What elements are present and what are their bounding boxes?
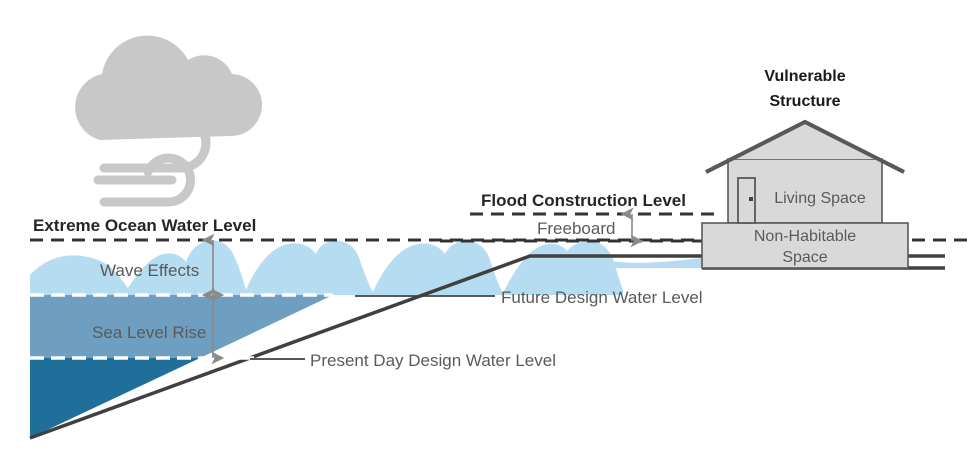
- living-space-label: Living Space: [774, 190, 866, 207]
- extreme-ocean-water-level-label: Extreme Ocean Water Level: [33, 216, 256, 235]
- present-day-water-band: [30, 358, 200, 438]
- structure-title-line2: Structure: [769, 93, 840, 110]
- future-design-water-level-label: Future Design Water Level: [501, 288, 703, 307]
- freeboard-label: Freeboard: [537, 219, 615, 238]
- flood-construction-level-label: Flood Construction Level: [481, 191, 686, 210]
- shallow-water: [520, 249, 702, 268]
- door: [737, 177, 756, 224]
- non-habitable-space-label-line2: Space: [782, 249, 827, 266]
- present-day-design-water-level-label: Present Day Design Water Level: [310, 351, 556, 370]
- vulnerable-structure: [701, 119, 909, 269]
- wave-effects-band: [30, 240, 623, 295]
- sea-level-rise-label: Sea Level Rise: [92, 323, 206, 342]
- sea-level-rise-band: [30, 295, 333, 358]
- roof-fill: [728, 121, 882, 159]
- cloud-wind-icon: [75, 35, 263, 207]
- wave-effects-label: Wave Effects: [100, 261, 199, 280]
- door-knob-icon: [749, 197, 753, 201]
- structure-title-line1: Vulnerable: [764, 68, 845, 85]
- non-habitable-space-label-line1: Non-Habitable: [754, 228, 856, 245]
- non-habitable-space-box: [701, 222, 909, 269]
